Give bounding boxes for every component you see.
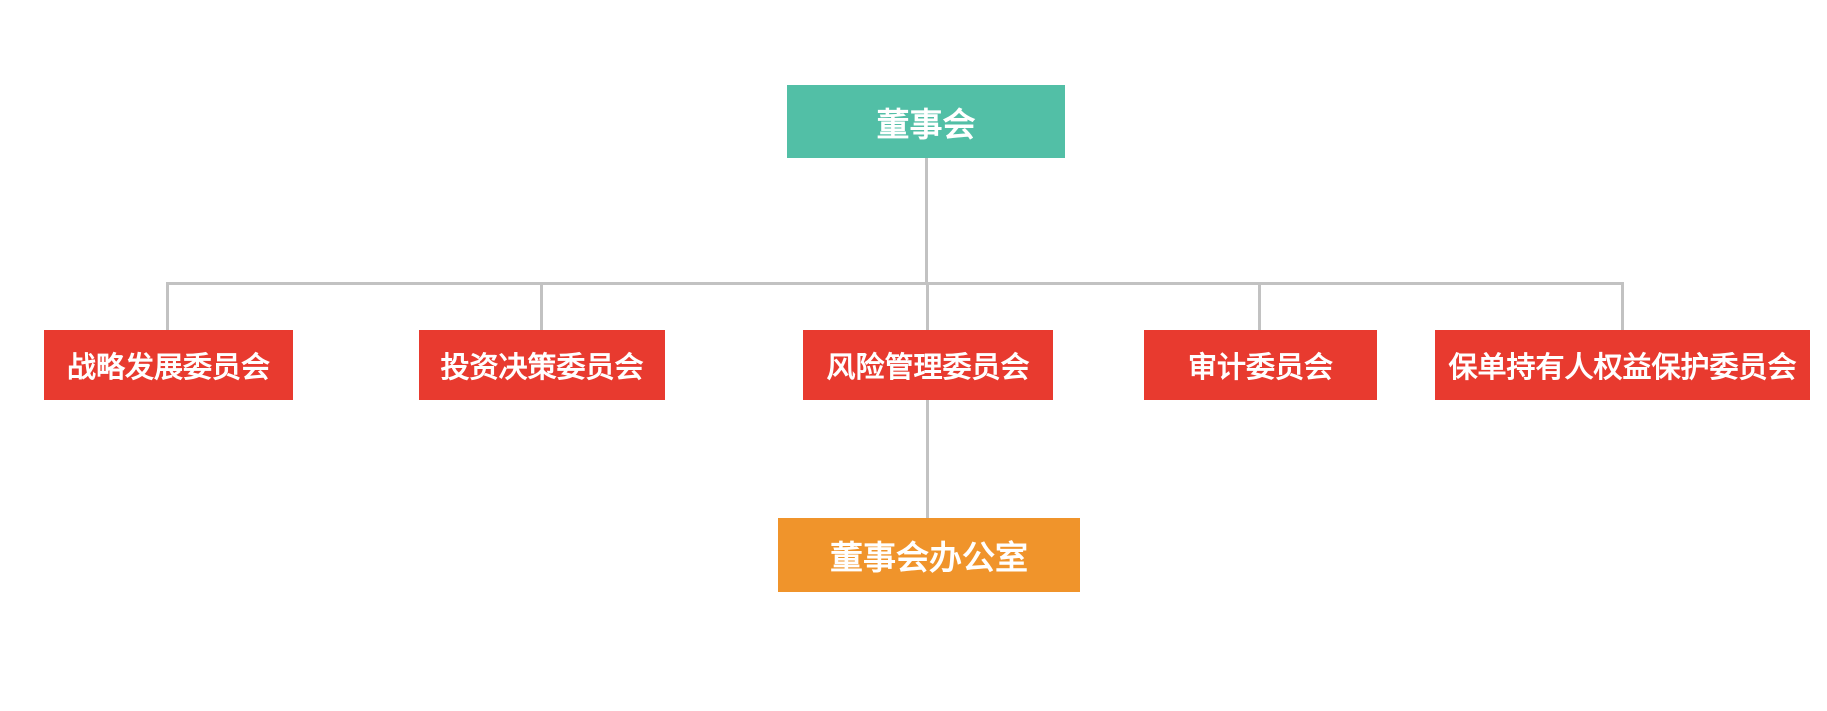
org-node-audit-committee[interactable]: 审计委员会 bbox=[1144, 330, 1377, 400]
org-node-risk-management-committee[interactable]: 风险管理委员会 bbox=[803, 330, 1053, 400]
connector-drop-strategy bbox=[166, 282, 169, 330]
org-node-investment-decision-committee[interactable]: 投资决策委员会 bbox=[419, 330, 665, 400]
connector-drop-investment bbox=[540, 282, 543, 330]
connector-horizontal-rail bbox=[166, 282, 1624, 285]
org-node-board-of-directors[interactable]: 董事会 bbox=[787, 85, 1065, 158]
org-node-strategic-development-committee[interactable]: 战略发展委员会 bbox=[44, 330, 293, 400]
connector-root-stem bbox=[925, 158, 928, 285]
connector-drop-audit bbox=[1258, 282, 1261, 330]
connector-drop-policyholder bbox=[1621, 282, 1624, 330]
org-node-board-office[interactable]: 董事会办公室 bbox=[778, 518, 1080, 592]
org-node-policyholder-rights-protection-committee[interactable]: 保单持有人权益保护委员会 bbox=[1435, 330, 1810, 400]
connector-risk-to-office bbox=[926, 400, 929, 518]
connector-drop-risk bbox=[926, 282, 929, 330]
